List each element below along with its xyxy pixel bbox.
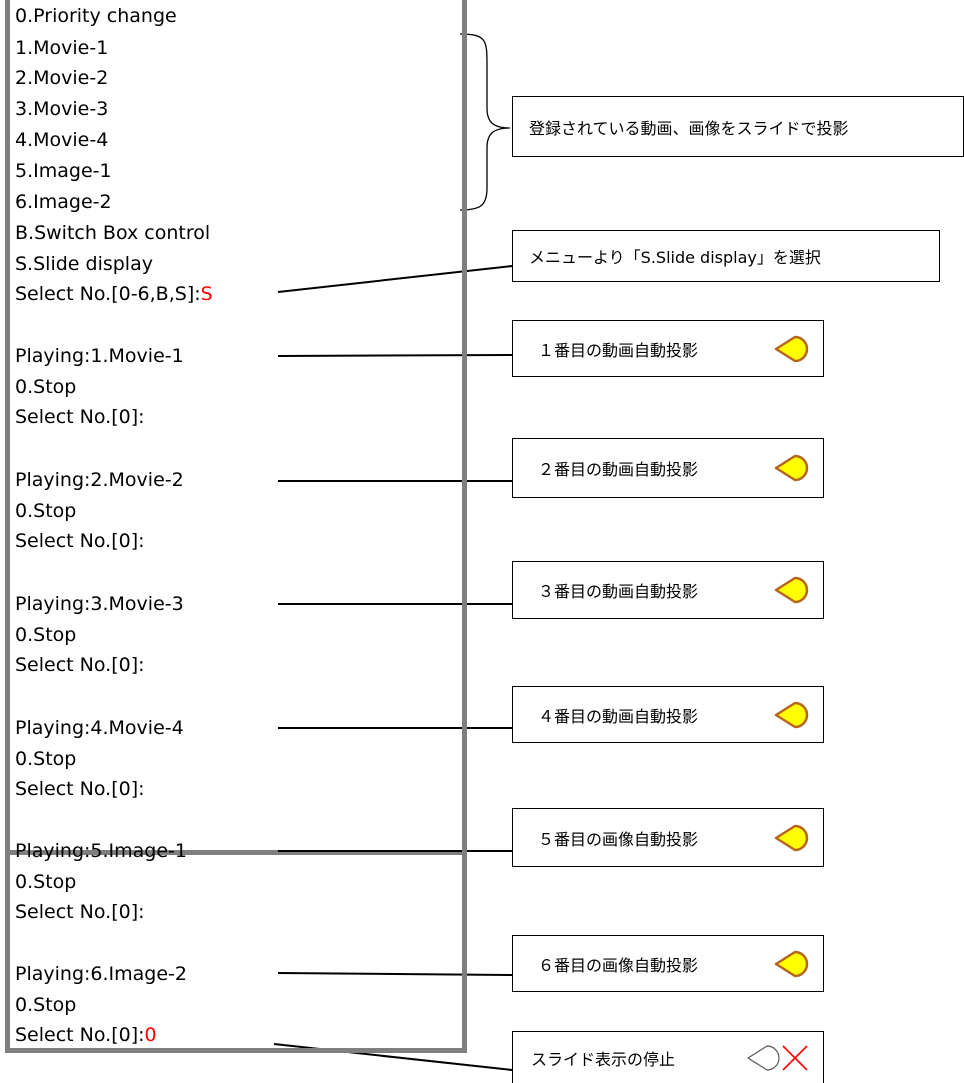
- note-stop: スライド表示の停止: [512, 1031, 824, 1083]
- prompt-text-4: Select No.[0]:: [15, 778, 145, 800]
- projector-lamp-on-icon: [774, 950, 809, 977]
- projector-lamp-on-icon: [774, 335, 809, 362]
- note-auto-1-text: １番目の動画自動投影: [538, 340, 699, 360]
- arrow-select-menu: [277, 259, 523, 293]
- curly-bracket: [459, 33, 511, 211]
- note-auto-5-text: ５番目の画像自動投影: [538, 829, 699, 849]
- prompt-text-1: Select No.[0]:: [15, 406, 145, 428]
- menu-item-1: 1.Movie-1: [15, 37, 109, 59]
- select-input: S: [200, 283, 213, 305]
- playing-line-2: Playing:2.Movie-2: [15, 469, 184, 491]
- prompt-text-3: Select No.[0]:: [15, 654, 145, 676]
- menu-item-b: B.Switch Box control: [15, 222, 211, 244]
- stop-line-1: 0.Stop: [15, 376, 77, 398]
- note-auto-4: ４番目の動画自動投影: [512, 686, 824, 743]
- note-registered: 登録されている動画、画像をスライドで投影: [512, 96, 964, 157]
- prompt-line-4: Select No.[0]:: [15, 778, 145, 800]
- note-auto-3: ３番目の動画自動投影: [512, 561, 824, 619]
- stop-line-2: 0.Stop: [15, 500, 77, 522]
- projector-lamp-on-icon: [774, 576, 809, 604]
- prompt-text-6: Select No.[0]:: [15, 1024, 145, 1046]
- playing-line-4: Playing:4.Movie-4: [15, 717, 184, 739]
- playing-line-1: Playing:1.Movie-1: [15, 345, 184, 367]
- prompt-line-5: Select No.[0]:: [15, 901, 145, 923]
- playing-line-6: Playing:6.Image-2: [15, 963, 187, 985]
- projector-lamp-on-icon: [774, 701, 809, 728]
- stop-line-5: 0.Stop: [15, 871, 77, 893]
- note-stop-text: スライド表示の停止: [531, 1049, 676, 1069]
- note-auto-4-text: ４番目の動画自動投影: [538, 706, 699, 726]
- cross-icon: [782, 1044, 808, 1071]
- menu-item-3: 3.Movie-3: [15, 98, 109, 120]
- arrow-auto-1: [277, 349, 523, 360]
- prompt-input-6: 0: [144, 1024, 157, 1046]
- arrow-stop: [273, 1043, 523, 1077]
- projector-lamp-on-icon: [774, 824, 809, 851]
- menu-item-2: 2.Movie-2: [15, 67, 109, 89]
- terminal-panel: 0.Priority change 1.Movie-1 2.Movie-2 3.…: [5, 0, 467, 855]
- select-prompt-line: Select No.[0-6,B,S]:S: [15, 283, 213, 305]
- stop-line-3: 0.Stop: [15, 624, 77, 646]
- prompt-line-6: Select No.[0]:0: [15, 1024, 157, 1046]
- prompt-text-5: Select No.[0]:: [15, 901, 145, 923]
- menu-item-4: 4.Movie-4: [15, 129, 109, 151]
- note-auto-5: ５番目の画像自動投影: [512, 808, 824, 867]
- playing-line-5: Playing:5.Image-1: [15, 840, 187, 862]
- note-auto-6: ６番目の画像自動投影: [512, 935, 824, 992]
- note-auto-1: １番目の動画自動投影: [512, 320, 824, 377]
- projector-lamp-off-icon: [747, 1044, 808, 1071]
- menu-item-6: 6.Image-2: [15, 191, 112, 213]
- playing-line-3: Playing:3.Movie-3: [15, 593, 184, 615]
- note-auto-2-text: ２番目の動画自動投影: [538, 460, 699, 479]
- stop-line-4: 0.Stop: [15, 748, 77, 770]
- menu-item-0: 0.Priority change: [15, 5, 177, 27]
- stop-line-6: 0.Stop: [15, 994, 77, 1016]
- note-auto-6-text: ６番目の画像自動投影: [538, 955, 699, 975]
- arrow-auto-6: [277, 970, 523, 981]
- note-auto-2: ２番目の動画自動投影: [512, 438, 824, 498]
- note-select-menu-text: メニューより「S.Slide display」を選択: [529, 248, 821, 267]
- note-select-menu: メニューより「S.Slide display」を選択: [512, 230, 940, 282]
- menu-item-5: 5.Image-1: [15, 160, 112, 182]
- prompt-text-2: Select No.[0]:: [15, 530, 145, 552]
- select-prompt: Select No.[0-6,B,S]:: [15, 283, 201, 305]
- note-auto-3-text: ３番目の動画自動投影: [538, 582, 699, 601]
- menu-item-s: S.Slide display: [15, 253, 153, 275]
- projector-lamp-on-icon: [774, 454, 809, 482]
- prompt-line-3: Select No.[0]:: [15, 654, 145, 676]
- note-registered-text: 登録されている動画、画像をスライドで投影: [529, 118, 849, 138]
- prompt-line-1: Select No.[0]:: [15, 406, 145, 428]
- prompt-line-2: Select No.[0]:: [15, 530, 145, 552]
